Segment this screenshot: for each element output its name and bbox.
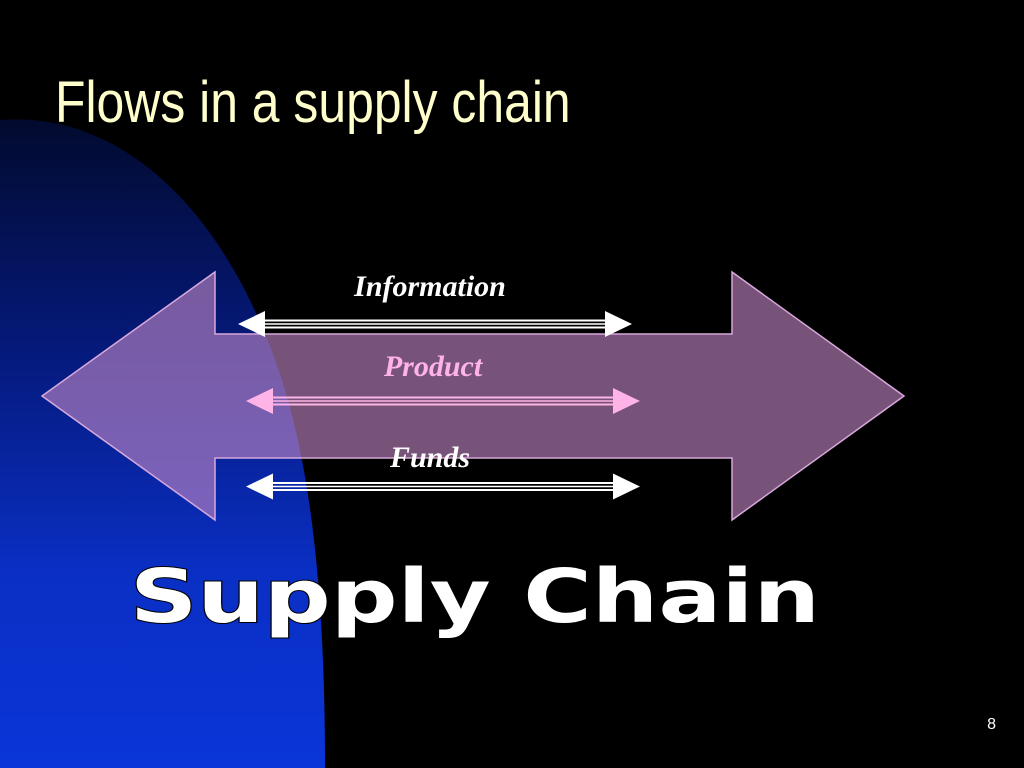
big-double-arrow <box>40 270 906 522</box>
flow-label-product: Product <box>383 350 483 383</box>
supply-chain-banner: Supply Chain <box>130 554 820 640</box>
product-flow-arrow <box>246 388 640 414</box>
funds-flow-arrow <box>246 473 640 500</box>
slide-title: Flows in a supply chain <box>55 70 571 135</box>
flow-label-information: Information <box>354 270 506 303</box>
information-flow-arrow <box>238 311 632 337</box>
page-number: 8 <box>987 716 996 733</box>
flow-label-funds: Funds <box>389 441 471 474</box>
